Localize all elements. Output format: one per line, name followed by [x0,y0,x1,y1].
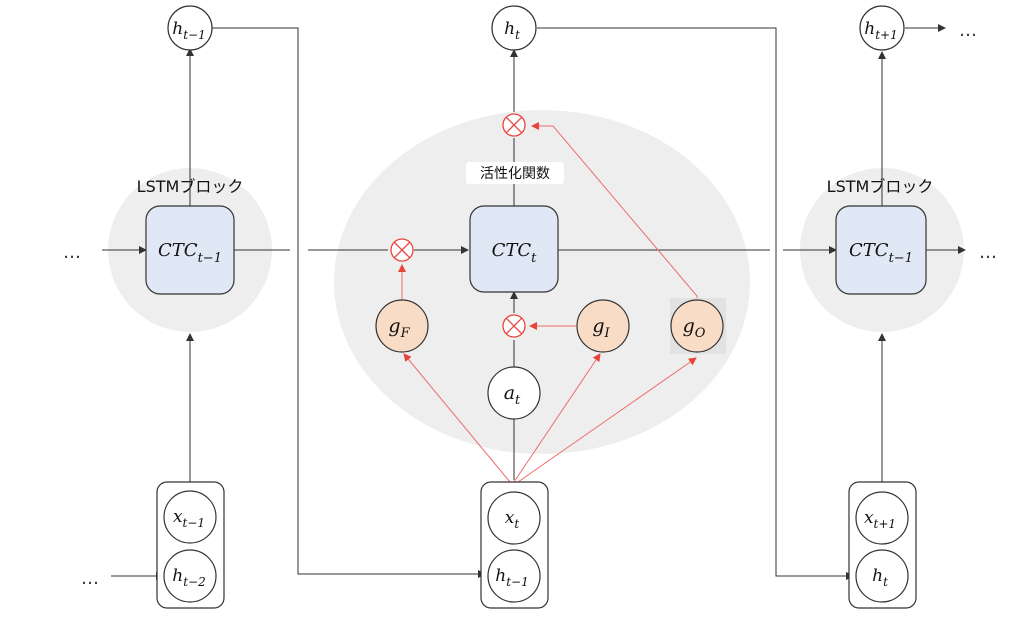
multiply-node-forget [390,238,414,262]
ellipsis-left-cell: … [63,242,81,263]
cell-right-label: CTCt−1 [849,240,913,266]
gate-forget-label: gF [388,315,410,341]
ellipsis-left-input: … [81,568,99,589]
ellipsis-right-cell: … [979,242,997,263]
gate-output-label: gO [683,315,706,341]
input-h-center-label: ht−1 [495,566,528,589]
output-node-right-label: ht+1 [864,19,897,42]
lstm-block-label-right: LSTMブロック [827,177,934,196]
input-h-right-label: ht [872,566,888,589]
gate-input [576,299,630,353]
output-node-center-label: ht [504,19,520,42]
activation-function-label: 活性化関数 [480,166,550,182]
cell-right [835,205,927,295]
input-h-center [487,549,541,603]
input-h-left [163,549,217,603]
input-x-right-label: xt+1 [864,508,896,531]
multiply-node-output [502,113,526,137]
input-x-left [163,490,217,544]
input-x-center [487,491,541,545]
output-node-left-label: ht−1 [172,19,205,42]
input-h-left-label: ht−2 [172,566,205,589]
gate-input-label: gI [592,315,610,341]
output-node-right [859,5,905,51]
multiply-node-input [502,314,526,338]
connection-lines [102,24,966,580]
gate-output [670,299,724,353]
output-node-left [167,5,213,51]
cell-input-node [487,366,541,420]
cell-input-label: at [504,382,521,408]
cell-left-label: CTCt−1 [158,240,222,266]
input-h-right [855,549,909,603]
output-node-center [491,5,537,51]
input-x-center-label: xt [505,508,520,531]
activation-label-bg [466,162,564,184]
cell-center-label: CTCt [492,240,538,266]
gate-forget [375,299,429,353]
cell-center [469,205,559,293]
ellipsis-right-output: … [959,20,977,41]
input-x-right [855,491,909,545]
cell-left [145,205,235,295]
input-x-left-label: xt−1 [173,507,205,530]
